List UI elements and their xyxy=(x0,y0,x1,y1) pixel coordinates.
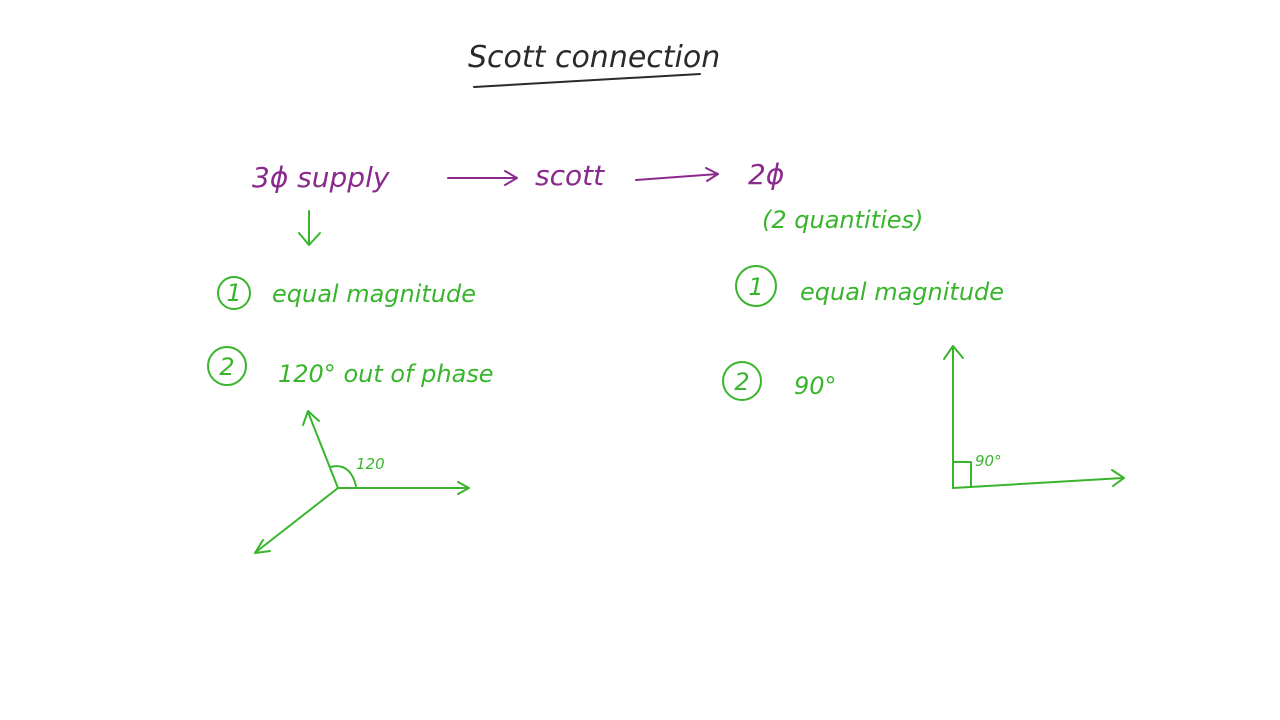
right-item-1-number: 1 xyxy=(748,273,763,301)
number-circle xyxy=(722,361,762,401)
arrow-down-icon xyxy=(298,210,321,246)
right-angle-marker xyxy=(952,461,972,488)
left-item-1-number: 1 xyxy=(226,279,241,307)
scott-label: scott xyxy=(535,159,605,192)
phasor-arrow xyxy=(302,410,339,489)
number-circle xyxy=(735,265,777,307)
left-item-2: 2 120° out of phase xyxy=(207,346,494,388)
phasor-arrow xyxy=(943,345,964,489)
number-circle xyxy=(217,276,251,310)
phasor-arrow xyxy=(952,469,1125,489)
right-item-2: 2 90° xyxy=(722,361,837,401)
number-circle xyxy=(207,346,247,386)
left-item-2-text: 120° out of phase xyxy=(278,360,494,388)
right-item-2-text: 90° xyxy=(794,372,837,400)
two-phase-phasor-diagram: 90° xyxy=(943,345,1125,489)
angle-120-label: 120 xyxy=(356,455,385,473)
phasor-arrow xyxy=(337,481,470,495)
right-item-1: 1 equal magnitude xyxy=(735,265,1004,307)
three-phase-phasor-diagram: 120 xyxy=(254,410,470,554)
notes: (2 quantities) 1 equal magnitude 2 120° … xyxy=(207,206,1125,554)
angle-arc xyxy=(329,465,357,487)
right-item-1-text: equal magnitude xyxy=(800,278,1004,306)
left-item-1-text: equal magnitude xyxy=(272,280,476,308)
angle-90-label: 90° xyxy=(975,452,1002,470)
flow-diagram: 3ϕ supply scott 2ϕ xyxy=(252,158,784,194)
title-group: Scott connection xyxy=(468,40,720,88)
three-phase-supply-label: 3ϕ supply xyxy=(252,161,390,194)
phasor-arrow xyxy=(254,487,339,554)
two-phase-label: 2ϕ xyxy=(748,158,784,191)
right-item-2-number: 2 xyxy=(734,368,749,396)
title-underline xyxy=(473,73,701,88)
page-title: Scott connection xyxy=(468,40,720,75)
arrow-right-icon xyxy=(447,170,518,186)
arrow-right-icon xyxy=(635,167,719,182)
left-item-2-number: 2 xyxy=(219,353,234,381)
two-quantities-note: (2 quantities) xyxy=(762,206,923,234)
left-item-1: 1 equal magnitude xyxy=(217,276,476,310)
